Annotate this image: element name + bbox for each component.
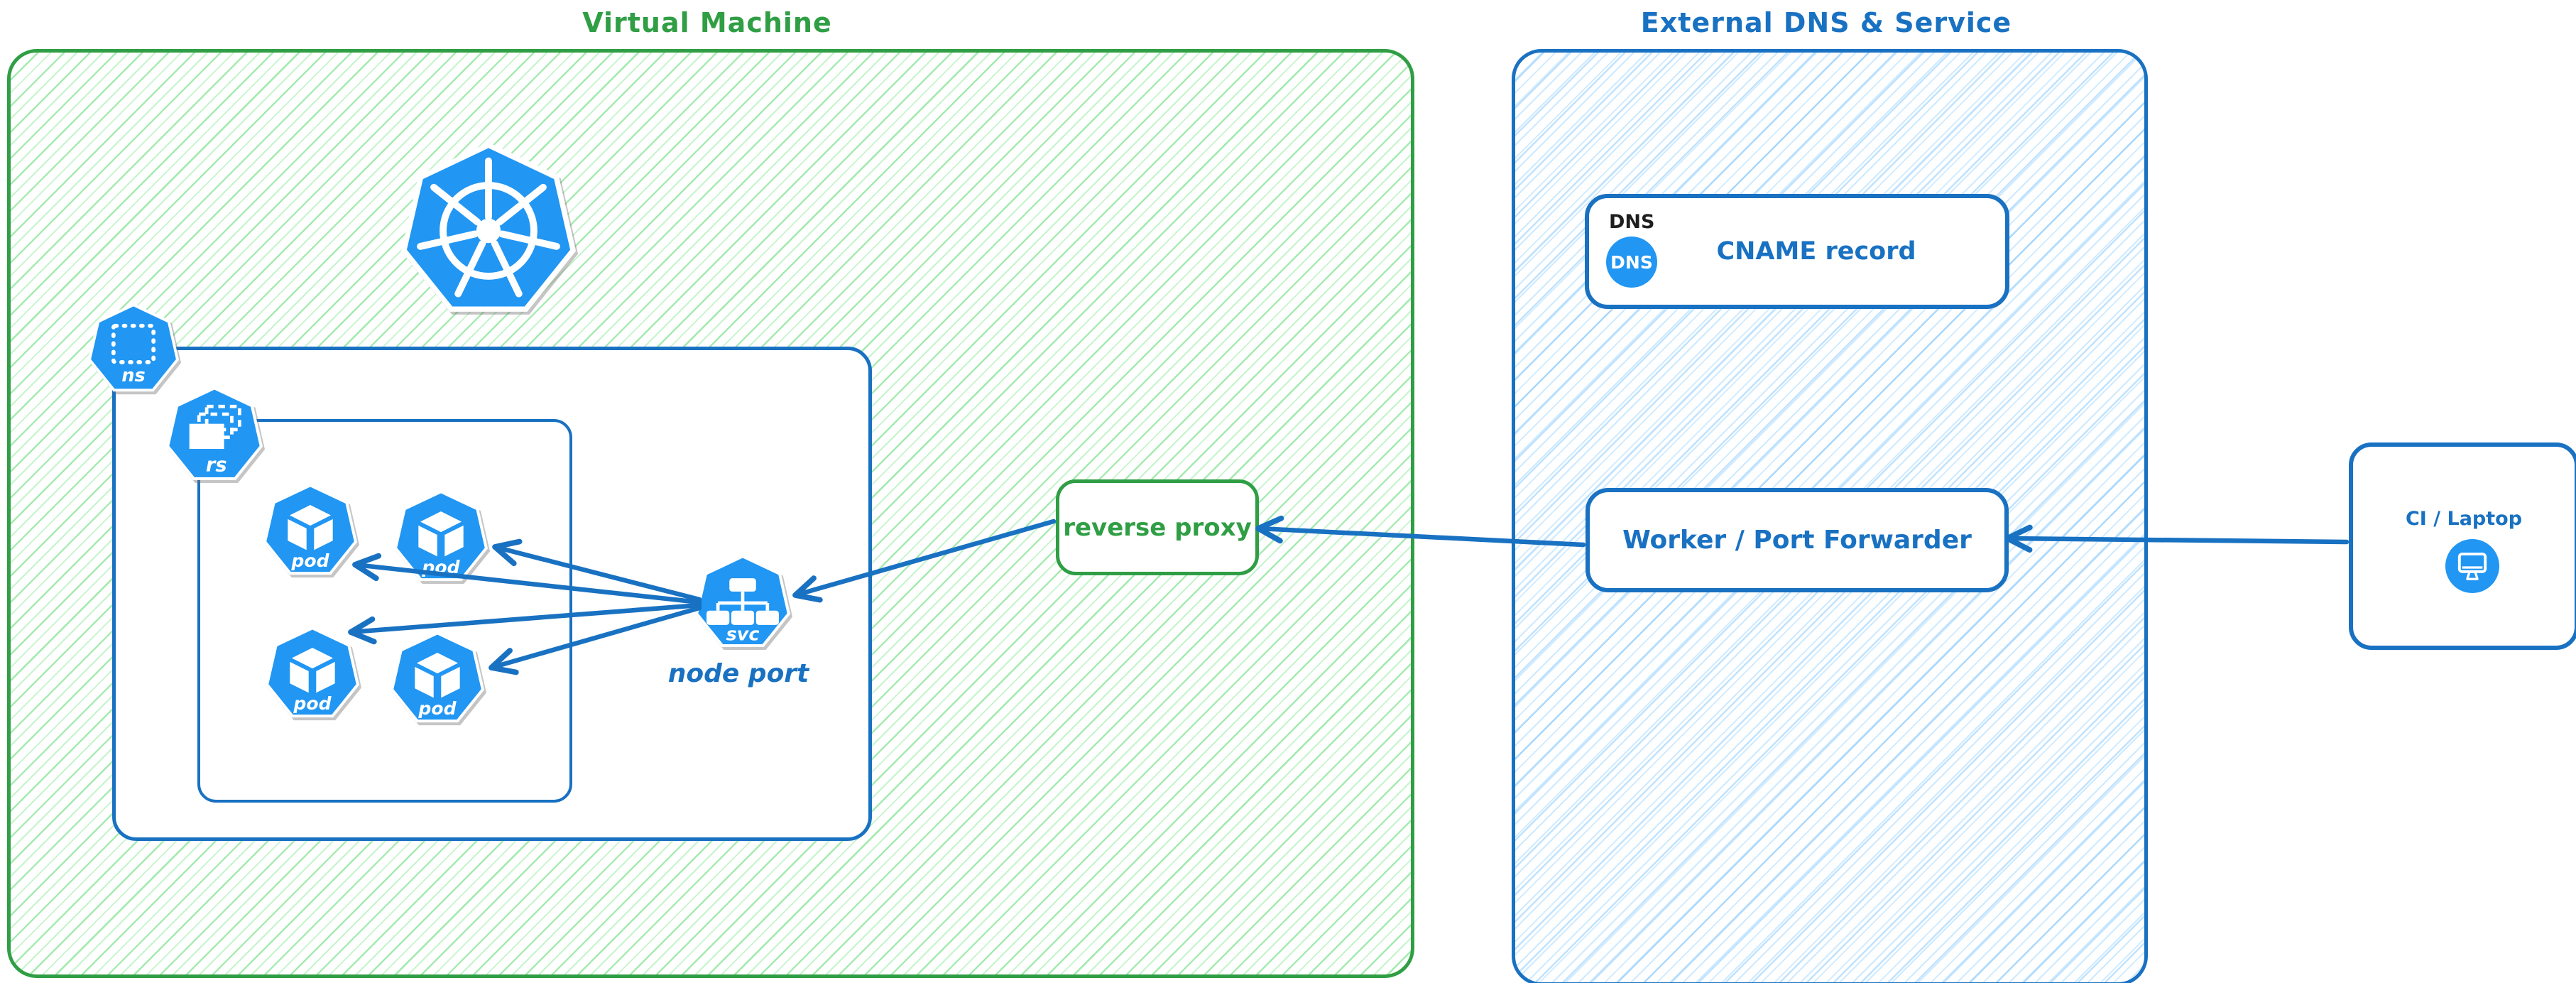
pod-icon-label: pod [421,557,460,577]
node-port-label: node port [667,659,809,688]
pod-icon-label: pod [290,550,329,571]
namespace-icon: ns [87,303,180,392]
namespace-icon-label: ns [121,365,145,386]
service-icon: svc [694,555,791,648]
pod-icon: pod [265,626,360,718]
virtual-machine-title: Virtual Machine [582,7,832,38]
pod-icon: pod [390,631,485,723]
worker-port-forwarder-label: Worker / Port Forwarder [1622,526,1972,555]
dns-badge-label: DNS [1610,251,1653,273]
ci-laptop-label: CI / Laptop [2405,508,2523,530]
dns-cname-card: DNS DNS CNAME record [1585,194,2009,309]
ci-laptop-card: CI / Laptop [2349,442,2576,650]
worker-port-forwarder-card: Worker / Port Forwarder [1586,488,2009,592]
replicaset-icon-label: rs [206,454,227,476]
cname-record-label: CNAME record [1716,237,1916,266]
kubernetes-logo-icon [400,142,577,312]
reverse-proxy-box: reverse proxy [1056,479,1259,575]
replicaset-icon: rs [165,386,263,480]
pod-icon-label: pod [293,693,332,714]
pod-icon: pod [393,490,489,582]
service-icon-label: svc [726,624,760,645]
dns-badge-icon: DNS [1606,237,1657,288]
dns-heading: DNS [1609,211,1655,233]
reverse-proxy-label: reverse proxy [1063,513,1252,542]
laptop-icon [2445,539,2499,593]
external-dns-service-title: External DNS & Service [1640,7,2012,38]
pod-icon: pod [263,484,358,575]
pod-icon-label: pod [417,698,457,719]
